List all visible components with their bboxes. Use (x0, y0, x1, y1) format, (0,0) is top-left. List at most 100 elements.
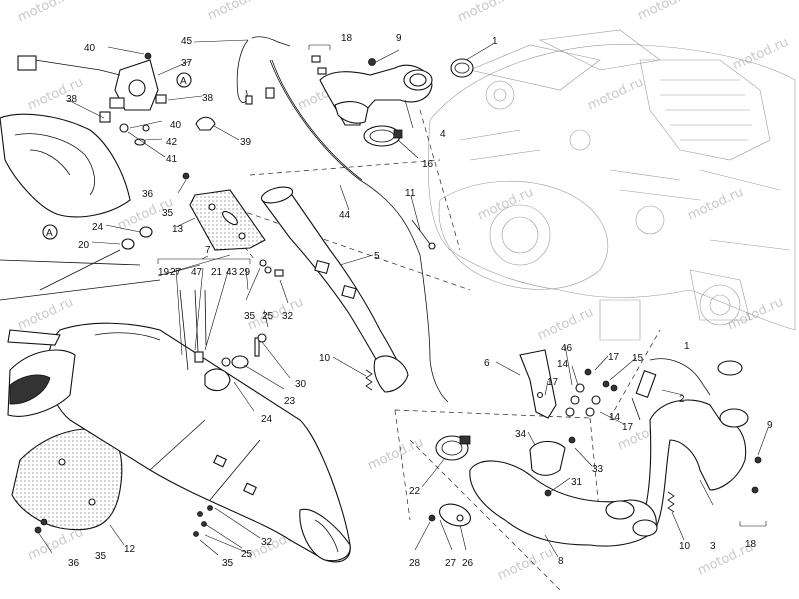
exhaust-valve-actuator-37 (17, 55, 159, 111)
callout-12: 12 (124, 544, 136, 555)
callout-41: 41 (166, 154, 178, 165)
callout-10: 10 (319, 353, 331, 364)
callout-29: 29 (239, 267, 251, 278)
washer-20 (121, 238, 135, 250)
callout-19: 19 (158, 267, 170, 278)
callout-34: 34 (515, 429, 527, 440)
callout-28: 28 (409, 558, 421, 569)
engine-block-outline (427, 29, 796, 341)
callout-13: 13 (172, 224, 184, 235)
callout-32: 32 (261, 537, 273, 548)
clip-39 (195, 116, 216, 131)
stud-18-top (311, 55, 327, 75)
callout-23: 23 (284, 396, 296, 407)
reference-marker-label: A (46, 228, 53, 239)
watermark: motod.ru (730, 35, 790, 74)
washer-stack-46 (565, 368, 618, 417)
callout-30: 30 (295, 379, 307, 390)
callout-9: 9 (767, 420, 773, 431)
callout-17: 17 (608, 352, 620, 363)
callout-20: 20 (78, 240, 90, 251)
callout-27: 27 (170, 267, 182, 278)
watermark: motod.ru (495, 545, 555, 584)
front-header-pipe-4 (319, 64, 433, 126)
reference-marker-label: A (180, 76, 187, 87)
hardware-38-42 (99, 52, 190, 180)
callout-14: 14 (609, 412, 621, 423)
callout-35: 35 (95, 551, 107, 562)
callout-22: 22 (409, 486, 421, 497)
callout-26: 26 (462, 558, 474, 569)
callout-4: 4 (440, 129, 446, 140)
callout-1: 1 (684, 341, 690, 352)
bracket-6 (519, 349, 557, 419)
group-brackets (157, 255, 251, 264)
callout-24: 24 (261, 414, 273, 425)
clamp-16 (363, 125, 403, 147)
callout-labels: 1 1 2 3 4 5 6 7 8 9 9 10 10 11 12 13 14 … (66, 33, 773, 569)
silencer-end-cap (7, 349, 76, 417)
callout-17: 17 (547, 377, 559, 388)
watermark: motod.ru (15, 0, 75, 26)
watermark: motod.ru (475, 185, 535, 224)
bolt-group-lower (34, 259, 552, 537)
callout-9: 9 (396, 33, 402, 44)
callout-35: 35 (244, 311, 256, 322)
callout-6: 6 (484, 358, 490, 369)
callout-11: 11 (405, 188, 416, 199)
sensor-bolt-11 (411, 219, 436, 250)
clamp-22 (435, 435, 471, 461)
callout-2: 2 (679, 394, 685, 405)
callout-7: 7 (205, 245, 211, 256)
mid-pipe-5 (260, 186, 409, 393)
watermark: motod.ru (725, 295, 785, 334)
callout-40: 40 (170, 120, 182, 131)
callout-24: 24 (92, 222, 104, 233)
hanger-hardware (194, 333, 267, 392)
collector-pipe-8 (469, 460, 658, 547)
plate-26 (439, 503, 471, 527)
callout-21: 21 (211, 267, 223, 278)
callout-47: 47 (191, 267, 203, 278)
callout-37: 37 (181, 58, 193, 69)
callout-42: 42 (166, 137, 178, 148)
callout-38: 38 (202, 93, 214, 104)
callout-14: 14 (557, 359, 569, 370)
watermark: motod.ru (685, 185, 745, 224)
reference-marker-a-left: A (42, 224, 58, 240)
callout-16: 16 (422, 159, 434, 170)
callout-25: 25 (262, 311, 274, 322)
callout-35: 35 (222, 558, 234, 569)
callout-8: 8 (558, 556, 564, 567)
callout-46: 46 (561, 343, 573, 354)
silencer-muffler (47, 322, 351, 563)
lambda-cable-44 (236, 36, 449, 403)
screw-28 (428, 514, 436, 522)
rear-header-pipe-3 (639, 399, 762, 531)
callout-18: 18 (341, 33, 353, 44)
callout-32: 32 (282, 311, 294, 322)
callout-3: 3 (710, 541, 716, 552)
callout-39: 39 (240, 137, 252, 148)
callout-36: 36 (142, 189, 154, 200)
callout-40: 40 (84, 43, 96, 54)
callout-18: 18 (745, 539, 757, 550)
callout-43: 43 (226, 267, 238, 278)
watermark: motod.ru (365, 435, 425, 474)
callout-44: 44 (339, 210, 351, 221)
callout-10: 10 (679, 541, 691, 552)
gasket-1-right (717, 360, 743, 376)
callout-36: 36 (68, 558, 80, 569)
nut-9-top (368, 58, 376, 66)
spring-10-left (365, 369, 373, 391)
fastener-group-7 (179, 289, 207, 371)
callout-38: 38 (66, 94, 78, 105)
heat-shield-12 (11, 428, 123, 531)
rear-subframe (0, 113, 161, 346)
callout-1: 1 (492, 36, 498, 47)
gasket-1-top (450, 58, 474, 78)
leader-lines (37, 39, 769, 558)
watermark: motod.ru (635, 0, 695, 24)
spring-10-right (667, 491, 675, 513)
